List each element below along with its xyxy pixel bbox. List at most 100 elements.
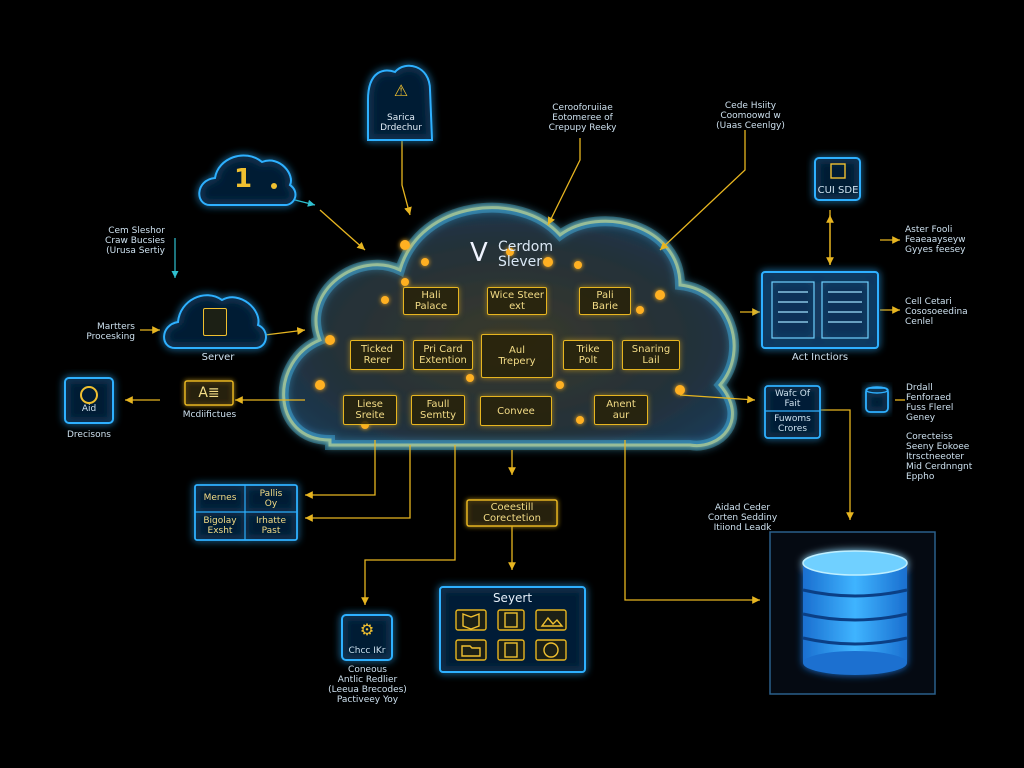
annotation-right-side-b-line: Seeny Eokoee: [906, 442, 970, 452]
panel-info-icon: [535, 639, 567, 661]
grid-node[interactable]: [194, 484, 298, 541]
annotation-top-mid-left-line: Cerooforuiiae: [552, 103, 613, 113]
cloud-box-snaring-lail-line: Snaring: [631, 344, 671, 355]
cloud-box-ticked-rerer-line: Ticked: [360, 344, 393, 355]
annotation-right-side-b-line: Corecteiss: [906, 432, 953, 442]
cuisine-box[interactable]: [814, 157, 861, 201]
panel-book-icon: [455, 609, 487, 631]
cloud-box-wice-steer-line: ext: [509, 301, 525, 312]
grid-cell-1: Mernes: [196, 493, 244, 503]
grid-cell-1-text: Mernes: [203, 493, 237, 503]
cuisine-icon: [830, 163, 846, 179]
grid-cell-2-text-b: Oy: [264, 499, 278, 509]
annotation-left-upper-line: Cem Sleshor: [108, 226, 165, 236]
modifications-icon: A≣: [198, 385, 220, 401]
file-icon: [504, 642, 518, 658]
annotation-left-mid-line: Martters: [97, 322, 135, 332]
annotation-bottom-left-line: Coneous: [348, 665, 387, 675]
grid-cell-2-text-a: Pallis: [259, 489, 283, 499]
grid-cell-4-text-b: Past: [261, 526, 281, 536]
cloud-box-liese-sreite-line: Sreite: [355, 410, 385, 421]
annotation-top-mid-left-line: Eotomeree of: [552, 113, 613, 123]
annotation-right-upper-line: Gyyes feesey: [905, 245, 966, 255]
cloud-title: V Cerdom Slever: [470, 240, 553, 270]
cloud-box-convee[interactable]: Convee: [480, 396, 552, 426]
grid-cell-3-text-a: Bigolay: [203, 516, 237, 526]
act-inctors-panel[interactable]: [761, 271, 879, 349]
image-icon: [540, 616, 564, 627]
cloud-title-line2: Slever: [498, 254, 543, 270]
annotation-bottom-left-line: (Leeua Brecodes): [328, 685, 407, 695]
warch-line4: Crores: [777, 424, 808, 434]
cloud-box-ticked-rerer-line: Rerer: [363, 355, 391, 366]
cloud-box-faull-semtty-line: Semtty: [419, 410, 456, 421]
document-icon: [504, 612, 518, 628]
annotation-right-upper-line: Aster Fooli: [905, 225, 953, 235]
warch-line2: Fait: [784, 399, 801, 409]
annotation-bottom-left-line: Antlic Redlier: [337, 675, 398, 685]
annotation-top-mid-right-line: (Uaas Ceenlgy): [716, 121, 785, 131]
content-connection-line1: Coeestill: [490, 502, 534, 513]
database-panel[interactable]: [769, 531, 936, 695]
chcc-ikr-box[interactable]: [341, 614, 393, 661]
warch-line3: Fuwoms: [774, 414, 811, 424]
warch-box[interactable]: [764, 385, 821, 439]
annotation-right-side-a-line: Geney: [906, 413, 936, 423]
annotation-right-mid-line: Cell Cetari: [905, 297, 952, 307]
ai-decisions-icon: [80, 386, 98, 404]
main-cloud: [278, 202, 740, 451]
annotation-right-side-b-line: Eppho: [906, 472, 935, 482]
warch-label: Wafc Of Fait: [765, 389, 820, 409]
warch-label-lower: Fuwoms Crores: [765, 414, 820, 434]
cloud-box-anent-aur-line: Anent: [606, 399, 636, 410]
small-database-icon: [865, 386, 889, 413]
service-label: Sarica Drdechur: [366, 113, 436, 133]
service-label-line1: Sarica: [387, 113, 415, 123]
chcc-ikr-label: Chcc IKr: [348, 646, 386, 656]
ai-decisions-label-2: Drecisons: [55, 430, 123, 440]
cuisine-label: CUI SDE: [817, 185, 859, 196]
content-connection-box[interactable]: [466, 499, 558, 527]
cloud-box-pali-barie-line: Pali: [596, 290, 614, 301]
cloud-box-pali-barie-line: Barie: [591, 301, 619, 312]
service-label-line2: Drdechur: [380, 123, 422, 133]
ai-decisions-box[interactable]: [64, 377, 114, 424]
cloud-one-node[interactable]: [198, 154, 297, 206]
modifications-box[interactable]: [184, 380, 234, 406]
service-node[interactable]: [367, 64, 434, 141]
grid-cell-3: Bigolay Exsht: [196, 516, 244, 536]
cloud-box-main-palace-line: Palace: [414, 301, 448, 312]
content-connection-line2: Corectetion: [483, 513, 541, 524]
server-panel-title: Seyert: [492, 591, 533, 605]
cloud-box-faull-semtty-line: Faull: [426, 399, 450, 410]
annotation-right-upper-line: Feaeaayseyw: [905, 235, 966, 245]
cloud-box-convee-line: Convee: [497, 405, 535, 417]
annotation-bottom-left-line: Pactiveey Yoy: [336, 695, 399, 705]
cloud-box-liese-sreite-line: Liese: [357, 399, 383, 410]
server-document-icon: [203, 308, 227, 336]
grid-cell-2: Pallis Oy: [246, 489, 296, 509]
annotation-left-mid-line: Procesking: [86, 332, 135, 342]
annotation-right-side-b-line: Itrsctneeoter: [906, 452, 965, 462]
grid-cell-3-text-b: Exsht: [207, 526, 233, 536]
